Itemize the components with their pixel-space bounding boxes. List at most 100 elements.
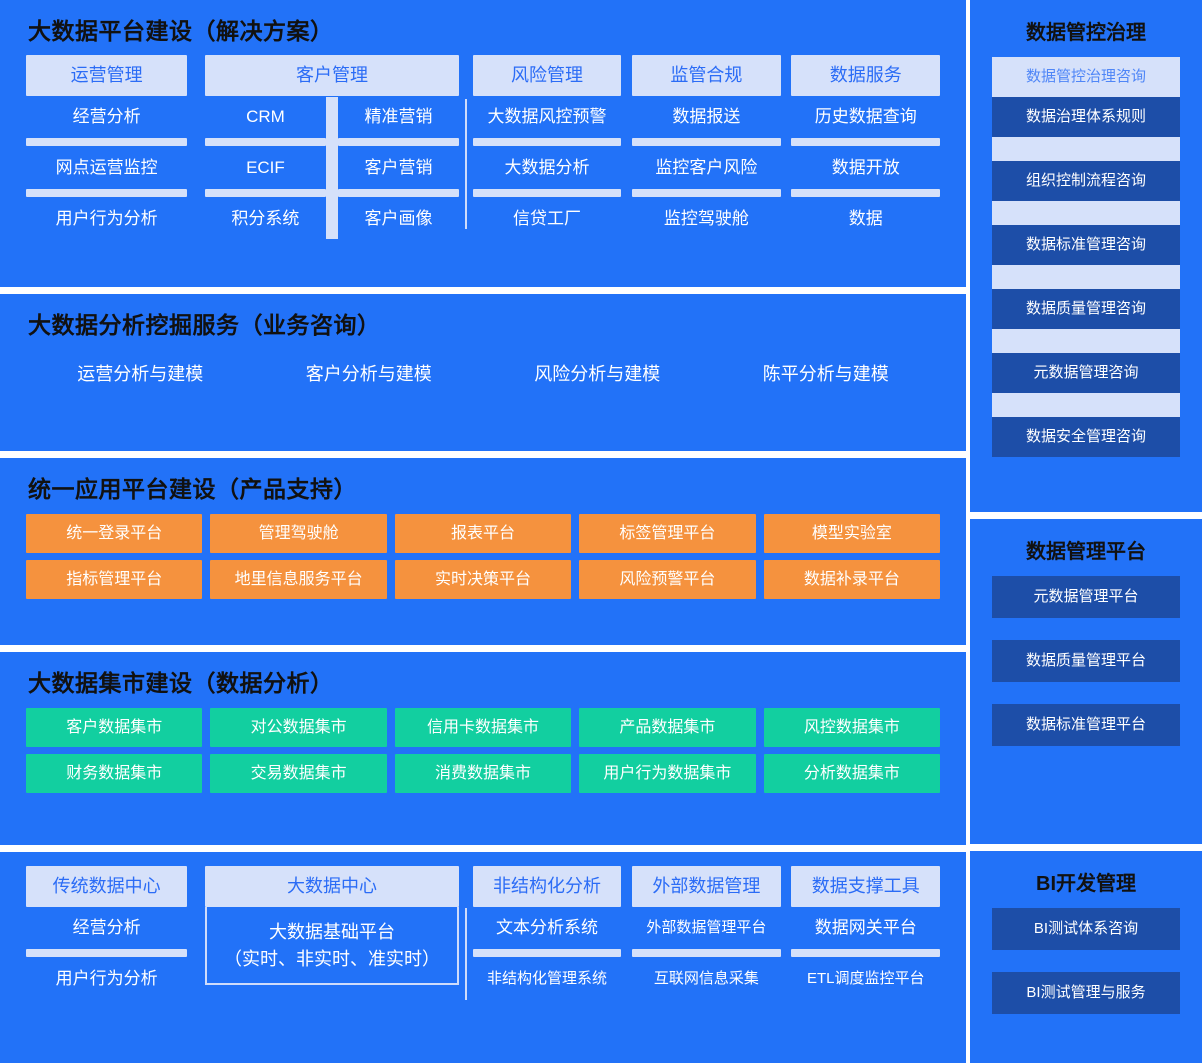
group-separator-line [465,908,468,1000]
cell-operations-1[interactable]: 经营分析 [72,106,141,126]
sidebar-bi-item-1[interactable]: BI测试体系咨询 [992,908,1180,950]
analysis-item-2[interactable]: 客户分析与建模 [305,363,432,384]
group-customer-body: CRM ECIF 积分系统 精准营销 客户营销 客户画像 [204,96,460,239]
divider [26,188,188,197]
group-unstructured-header[interactable]: 非结构化分析 [472,866,622,907]
sidebar-governance-item-4[interactable]: 数据标准管理咨询 [992,225,1180,265]
divider [26,137,188,146]
cell-compliance-1[interactable]: 数据报送 [672,106,741,126]
spacer [781,55,792,239]
group-compliance-header[interactable]: 监管合规 [632,54,781,96]
cell-crm[interactable]: CRM [246,106,285,126]
tile-mart-10[interactable]: 分析数据集市 [763,753,941,793]
cell-traditional-dc-2[interactable]: 用户行为分析 [55,969,158,988]
section-unified-platform: 统一应用平台建设（产品支持） 统一登录平台 管理驾驶舱 报表平台 标签管理平台 … [0,458,966,645]
tile-unified-7[interactable]: 地里信息服务平台 [210,559,387,599]
divider [632,949,781,957]
tile-mart-9[interactable]: 用户行为数据集市 [579,753,756,793]
tile-mart-5[interactable]: 风控数据集市 [763,707,941,747]
tile-unified-5[interactable]: 模型实验室 [763,513,941,553]
divider [204,188,326,197]
divider [992,137,1180,161]
cell-points[interactable]: 积分系统 [231,208,300,228]
tile-mart-2[interactable]: 对公数据集市 [210,707,387,747]
sidebar-governance-item-5[interactable]: 数据质量管理咨询 [992,289,1180,329]
sidebar-governance-item-6[interactable]: 元数据管理咨询 [992,353,1180,393]
tile-mart-4[interactable]: 产品数据集市 [579,707,756,747]
cell-support-tools-1[interactable]: 数据网关平台 [814,918,917,937]
cell-precision-marketing[interactable]: 精准营销 [364,106,433,126]
group-customer-header[interactable]: 客户管理 [204,54,460,96]
cell-unstructured-2[interactable]: 非结构化管理系统 [487,970,608,987]
cell-external-data-1[interactable]: 外部数据管理平台 [646,919,767,936]
divider [791,949,941,957]
section-data-center: 传统数据中心 经营分析 用户行为分析 大数据中心 大数据基础平台 （实时、非实时… [0,852,966,1063]
spacer-with-line [459,866,473,1000]
group-operations-header[interactable]: 运营管理 [26,54,188,96]
analysis-item-1[interactable]: 运营分析与建模 [77,363,204,384]
cell-risk-2[interactable]: 大数据分析 [504,157,590,177]
sidebar-platform-item-2[interactable]: 数据质量管理平台 [992,640,1180,682]
cell-external-data-2[interactable]: 互联网信息采集 [653,970,759,987]
tile-unified-4[interactable]: 标签管理平台 [579,513,756,553]
tile-mart-3[interactable]: 信用卡数据集市 [394,707,572,747]
sidebar-bi-item-2[interactable]: BI测试管理与服务 [992,972,1180,1014]
tile-unified-3[interactable]: 报表平台 [394,513,572,553]
sidebar-governance-item-3[interactable]: 组织控制流程咨询 [992,161,1180,201]
sidebar-platform-item-1[interactable]: 元数据管理平台 [992,576,1180,618]
cell-operations-2[interactable]: 网点运营监控 [55,157,158,177]
group-risk-header[interactable]: 风险管理 [472,54,622,96]
cell-risk-3[interactable]: 信贷工厂 [513,208,582,228]
sidebar-platform-item-3[interactable]: 数据标准管理平台 [992,704,1180,746]
tile-row: 统一登录平台 管理驾驶舱 报表平台 标签管理平台 模型实验室 [26,513,941,553]
right-sidebar: 数据管控治理 数据管控治理咨询 数据治理体系规则 组织控制流程咨询 数据标准管理… [970,0,1202,1063]
data-mart-grid: 客户数据集市 对公数据集市 信用卡数据集市 产品数据集市 风控数据集市 财务数据… [0,698,966,793]
group-data-service-header[interactable]: 数据服务 [791,54,941,96]
bigdata-platform-line-1: 大数据基础平台 [268,922,395,942]
sidebar-governance-item-7[interactable]: 数据安全管理咨询 [992,417,1180,457]
sidebar-platform-items: 元数据管理平台 数据质量管理平台 数据标准管理平台 [970,576,1202,746]
cell-data-service-3[interactable]: 数据 [848,208,883,228]
tile-mart-8[interactable]: 消费数据集市 [394,753,572,793]
tile-mart-6[interactable]: 财务数据集市 [26,753,203,793]
cell-customer-marketing[interactable]: 客户营销 [364,157,433,177]
group-traditional-dc-header[interactable]: 传统数据中心 [26,866,188,907]
spacer [187,866,205,999]
unified-platform-grid: 统一登录平台 管理驾驶舱 报表平台 标签管理平台 模型实验室 指标管理平台 地里… [0,504,966,599]
cell-customer-profile[interactable]: 客户画像 [364,208,433,228]
sidebar-governance-item-2[interactable]: 数据治理体系规则 [992,97,1180,137]
cell-compliance-2[interactable]: 监控客户风险 [655,157,758,177]
cell-operations-3[interactable]: 用户行为分析 [55,208,158,228]
tile-mart-7[interactable]: 交易数据集市 [210,753,387,793]
cell-support-tools-2[interactable]: ETL调度监控平台 [806,970,925,987]
cell-data-service-1[interactable]: 历史数据查询 [814,106,917,126]
tile-unified-10[interactable]: 数据补录平台 [763,559,941,599]
cell-traditional-dc-1[interactable]: 经营分析 [72,918,141,937]
cell-data-service-2[interactable]: 数据开放 [831,157,900,177]
cell-risk-1[interactable]: 大数据风控预警 [487,106,607,126]
group-bigdata-center-header[interactable]: 大数据中心 [204,866,460,907]
tile-mart-1[interactable]: 客户数据集市 [26,707,203,747]
tile-unified-8[interactable]: 实时决策平台 [394,559,572,599]
sidebar-governance-item-1[interactable]: 数据管控治理咨询 [992,57,1180,97]
group-external-data-header[interactable]: 外部数据管理 [632,866,781,907]
tile-unified-1[interactable]: 统一登录平台 [26,513,203,553]
analysis-item-3[interactable]: 风险分析与建模 [534,363,661,384]
tile-unified-2[interactable]: 管理驾驶舱 [210,513,387,553]
analysis-item-4[interactable]: 陈平分析与建模 [762,363,889,384]
sidebar-governance-title: 数据管控治理 [1026,22,1146,44]
data-center-columns: 传统数据中心 经营分析 用户行为分析 大数据中心 大数据基础平台 （实时、非实时… [0,852,966,1000]
cell-ecif[interactable]: ECIF [246,157,285,177]
divider [204,137,326,146]
cell-unstructured-1[interactable]: 文本分析系统 [496,918,599,937]
divider [26,949,188,957]
cell-compliance-3[interactable]: 监控驾驶舱 [663,208,749,228]
tile-unified-9[interactable]: 风险预警平台 [579,559,756,599]
group-operations: 运营管理 经营分析 网点运营监控 用户行为分析 [26,54,188,239]
group-support-tools-header[interactable]: 数据支撑工具 [791,866,941,907]
sidebar-governance-items: 数据管控治理咨询 数据治理体系规则 组织控制流程咨询 数据标准管理咨询 数据质量… [992,57,1180,457]
tile-unified-6[interactable]: 指标管理平台 [26,559,203,599]
bigdata-platform-box[interactable]: 大数据基础平台 （实时、非实时、准实时） [204,907,460,985]
divider [992,201,1180,225]
